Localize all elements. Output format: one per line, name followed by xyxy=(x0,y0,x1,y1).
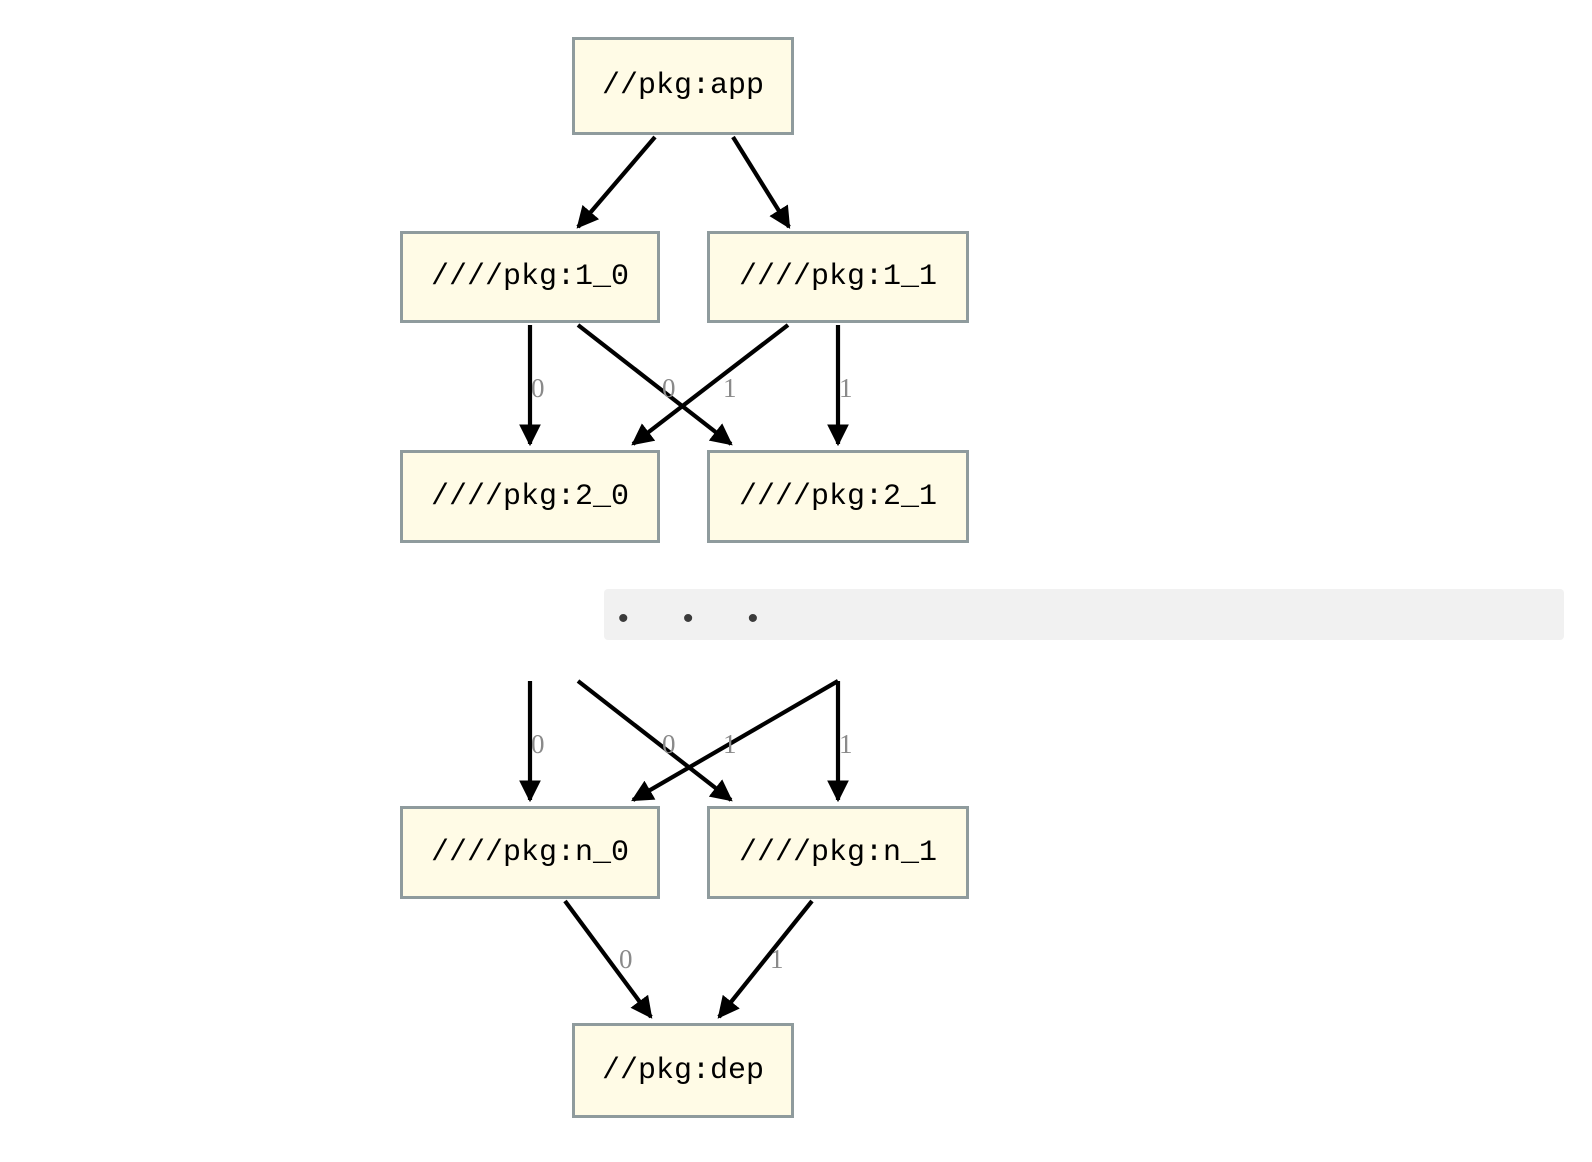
graph-node-label: ////pkg:2_0 xyxy=(430,479,630,514)
graph-node-label: ////pkg:n_1 xyxy=(738,835,938,870)
edge-label: 0 xyxy=(662,729,676,759)
graph-edge-nn_1-to-dep xyxy=(717,899,814,1019)
edge-label: 1 xyxy=(770,944,784,974)
graph-edge-app-to-n1_1 xyxy=(731,135,791,229)
graph-edge-n1_1-to-n2_0 xyxy=(631,323,790,446)
graph-node-label: ////pkg:1_1 xyxy=(738,260,938,294)
graph-edge-n1_0-to-n2_1 xyxy=(576,323,733,446)
graph-node-nn_0[interactable]: ////pkg:n_0 xyxy=(400,806,660,899)
graph-edge-above-to-nn_1 xyxy=(576,679,733,802)
graph-edge-above-to-nn_0 xyxy=(631,679,840,802)
graph-node-label: //pkg:dep xyxy=(601,1053,765,1088)
graph-node-label: ////pkg:n_0 xyxy=(430,835,630,870)
graph-node-dep[interactable]: //pkg:dep xyxy=(572,1023,794,1118)
ellipsis-separator-band: • • • xyxy=(604,589,1564,640)
edge-label: 0 xyxy=(531,373,545,403)
graph-node-nn_1[interactable]: ////pkg:n_1 xyxy=(707,806,969,899)
edge-label: 0 xyxy=(531,729,545,759)
graph-node-n1_1[interactable]: ////pkg:1_1 xyxy=(707,231,969,323)
graph-node-n2_0[interactable]: ////pkg:2_0 xyxy=(400,450,660,543)
graph-node-label: ////pkg:2_1 xyxy=(738,479,938,514)
edge-label: 1 xyxy=(839,373,853,403)
edge-group xyxy=(519,135,849,1019)
graph-node-n1_0[interactable]: ////pkg:1_0 xyxy=(400,231,660,323)
graph-node-label: //pkg:app xyxy=(601,69,765,103)
ellipsis-dots: • • • xyxy=(618,602,782,635)
edge-label: 0 xyxy=(662,373,676,403)
edge-label: 1 xyxy=(723,373,737,403)
graph-node-label: ////pkg:1_0 xyxy=(430,260,630,294)
graph-node-n2_1[interactable]: ////pkg:2_1 xyxy=(707,450,969,543)
graph-edge-app-to-n1_0 xyxy=(576,135,657,229)
graph-edge-nn_0-to-dep xyxy=(563,899,653,1019)
graph-node-app[interactable]: //pkg:app xyxy=(572,37,794,135)
edge-label: 1 xyxy=(839,729,853,759)
edge-label: 1 xyxy=(723,729,737,759)
edge-label: 0 xyxy=(619,944,633,974)
